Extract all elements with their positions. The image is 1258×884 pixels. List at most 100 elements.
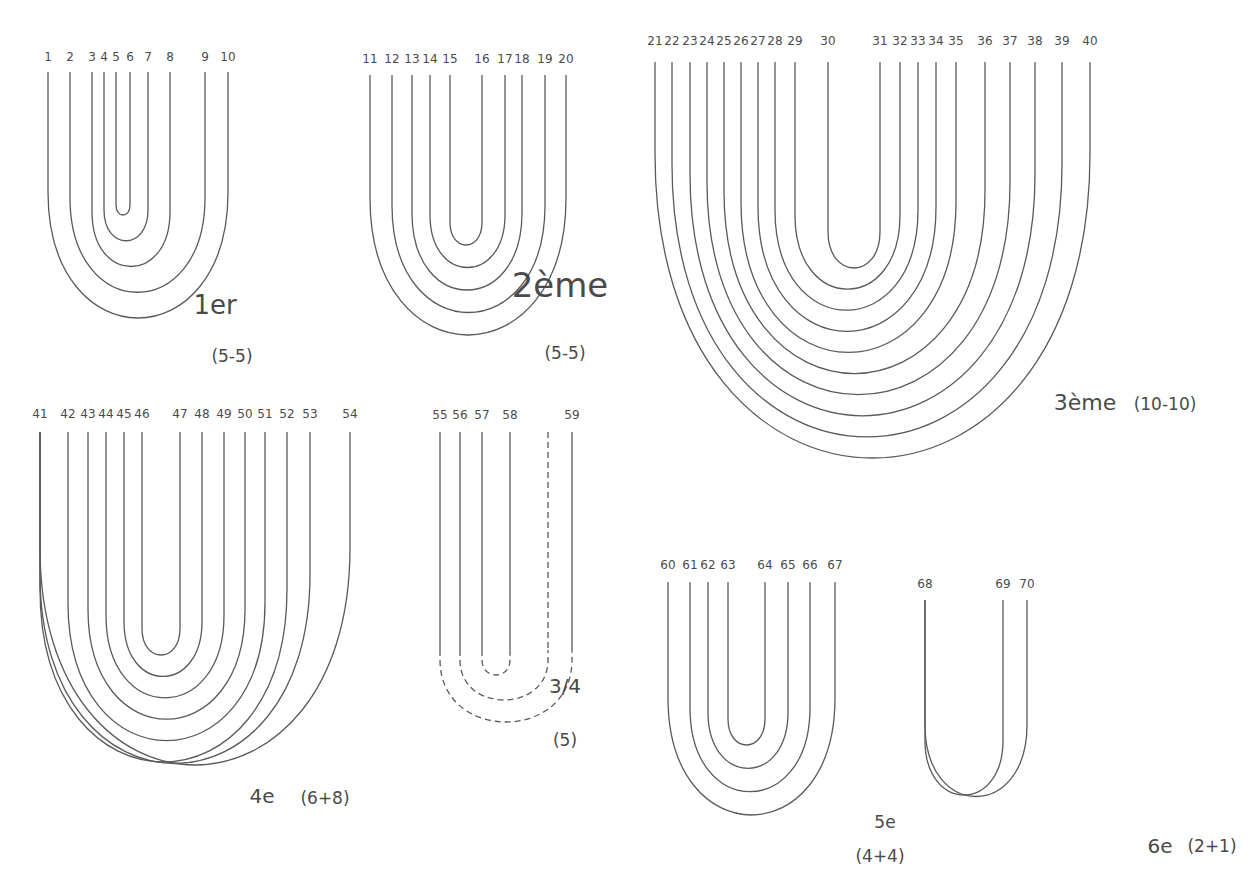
pencil-stroke xyxy=(142,432,180,655)
callout-number: 16 xyxy=(474,53,489,65)
caption-label: 6e xyxy=(1147,836,1172,856)
callout-number: 32 xyxy=(892,35,907,47)
callout-number: 63 xyxy=(720,559,735,571)
callout-number: 46 xyxy=(134,408,149,420)
caption-label: 3/4 xyxy=(549,676,581,696)
callout-number: 20 xyxy=(558,53,573,65)
pencil-stroke xyxy=(40,432,287,762)
callout-number: 56 xyxy=(452,409,467,421)
callout-number: 24 xyxy=(699,35,714,47)
pencil-stroke xyxy=(668,582,835,815)
pencil-stroke xyxy=(708,582,788,768)
callout-number: 58 xyxy=(502,409,517,421)
callout-number: 62 xyxy=(700,559,715,571)
callout-number: 25 xyxy=(716,35,731,47)
callout-number: 27 xyxy=(750,35,765,47)
pencil-stroke xyxy=(481,432,482,650)
pencil-stroke xyxy=(92,72,170,267)
callout-number: 68 xyxy=(917,578,932,590)
pencil-stroke xyxy=(40,432,310,764)
caption-label: (5-5) xyxy=(544,345,585,362)
callout-number: 50 xyxy=(237,408,252,420)
pencil-stroke xyxy=(775,62,918,310)
pencil-stroke xyxy=(88,432,245,719)
pencil-stroke xyxy=(439,432,440,650)
callout-number: 31 xyxy=(872,35,887,47)
callout-number: 66 xyxy=(802,559,817,571)
caption-label: 4e xyxy=(249,786,274,806)
pencil-stroke xyxy=(758,62,936,331)
callout-number: 61 xyxy=(682,559,697,571)
callout-number: 48 xyxy=(194,408,209,420)
caption-label: (5-5) xyxy=(211,348,252,365)
callout-number: 35 xyxy=(948,35,963,47)
callout-number: 33 xyxy=(910,35,925,47)
callout-number: 70 xyxy=(1019,578,1034,590)
callout-number: 54 xyxy=(342,408,357,420)
pencil-stroke xyxy=(690,62,1035,416)
pencil-stroke xyxy=(116,72,130,215)
caption-label: (5) xyxy=(553,732,577,749)
callout-number: 45 xyxy=(116,408,131,420)
pencil-stroke xyxy=(655,62,1090,458)
pencil-stroke xyxy=(547,432,548,650)
callout-number: 60 xyxy=(660,559,675,571)
callout-number: 55 xyxy=(432,409,447,421)
callout-number: 30 xyxy=(820,35,835,47)
pencil-stroke xyxy=(460,650,548,700)
pencil-stroke xyxy=(48,72,228,318)
pencil-stroke xyxy=(412,75,522,290)
callout-number: 3 xyxy=(88,51,96,63)
pencil-stroke xyxy=(741,62,956,352)
callout-number: 26 xyxy=(733,35,748,47)
callout-number: 17 xyxy=(497,53,512,65)
callout-number: 13 xyxy=(404,53,419,65)
callout-number: 9 xyxy=(201,51,209,63)
callout-number: 51 xyxy=(257,408,272,420)
caption-label: 2ème xyxy=(512,268,609,302)
callout-number: 37 xyxy=(1002,35,1017,47)
callout-number: 36 xyxy=(977,35,992,47)
callout-number: 12 xyxy=(384,53,399,65)
callout-number: 1 xyxy=(44,51,52,63)
callout-number: 4 xyxy=(100,51,108,63)
callout-number: 29 xyxy=(787,35,802,47)
callout-number: 40 xyxy=(1082,35,1097,47)
pencil-stroke xyxy=(724,62,985,374)
pencil-stroke xyxy=(707,62,1010,395)
caption-label: 5e xyxy=(874,814,895,831)
callout-number: 21 xyxy=(647,35,662,47)
pencil-stroke xyxy=(690,582,810,792)
pencil-stroke xyxy=(728,582,765,745)
pencil-stroke xyxy=(828,62,880,268)
pencil-stroke xyxy=(925,600,1003,795)
callout-number: 44 xyxy=(98,408,113,420)
callout-number: 39 xyxy=(1054,35,1069,47)
callout-number: 5 xyxy=(112,51,120,63)
callout-number: 18 xyxy=(514,53,529,65)
pencil-stroke xyxy=(68,432,265,741)
callout-number: 15 xyxy=(442,53,457,65)
callout-number: 38 xyxy=(1027,35,1042,47)
pencil-stroke xyxy=(106,432,224,698)
caption-label: (2+1) xyxy=(1187,838,1236,855)
callout-number: 64 xyxy=(757,559,772,571)
callout-number: 23 xyxy=(682,35,697,47)
callout-number: 14 xyxy=(422,53,437,65)
pencil-stroke xyxy=(430,75,505,268)
callout-number: 67 xyxy=(827,559,842,571)
callout-number: 10 xyxy=(220,51,235,63)
caption-label: (6+8) xyxy=(300,790,349,807)
callout-number: 49 xyxy=(216,408,231,420)
callout-number: 69 xyxy=(995,578,1010,590)
pencil-stroke xyxy=(925,600,1027,797)
callout-number: 59 xyxy=(564,409,579,421)
pencil-stroke xyxy=(450,75,482,245)
pencil-stroke xyxy=(571,432,572,650)
callout-number: 65 xyxy=(780,559,795,571)
pencil-stroke xyxy=(459,432,460,650)
pencil-stroke xyxy=(795,62,900,289)
pencil-stroke xyxy=(40,432,350,765)
pencil-stroke xyxy=(509,432,510,650)
